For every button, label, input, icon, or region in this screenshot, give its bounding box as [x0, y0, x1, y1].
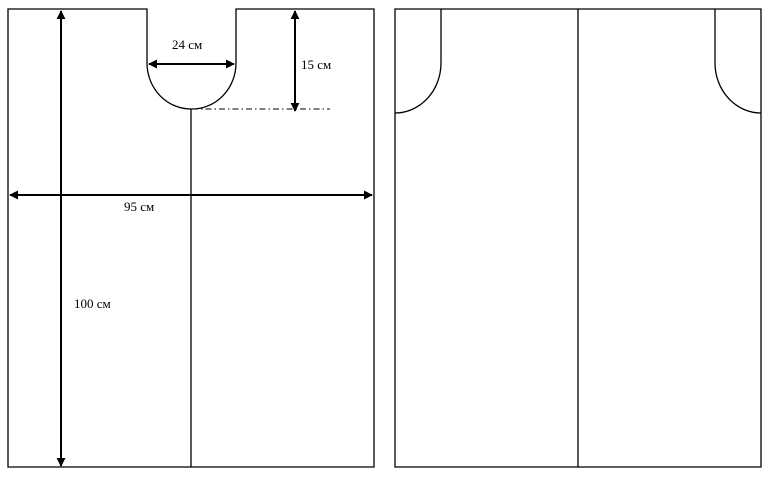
neck-depth-label: 15 см: [301, 57, 331, 72]
front-panel: 100 см 95 см 24 см 15 см: [7, 8, 375, 468]
back-left-armhole-curve: [394, 9, 442, 114]
back-panel: [394, 8, 762, 468]
neck-width-label: 24 см: [172, 37, 202, 52]
back-right-armhole-curve: [714, 9, 762, 114]
height-label: 100 см: [74, 296, 111, 311]
width-label: 95 см: [124, 199, 154, 214]
back-panel-outline: [394, 8, 762, 468]
